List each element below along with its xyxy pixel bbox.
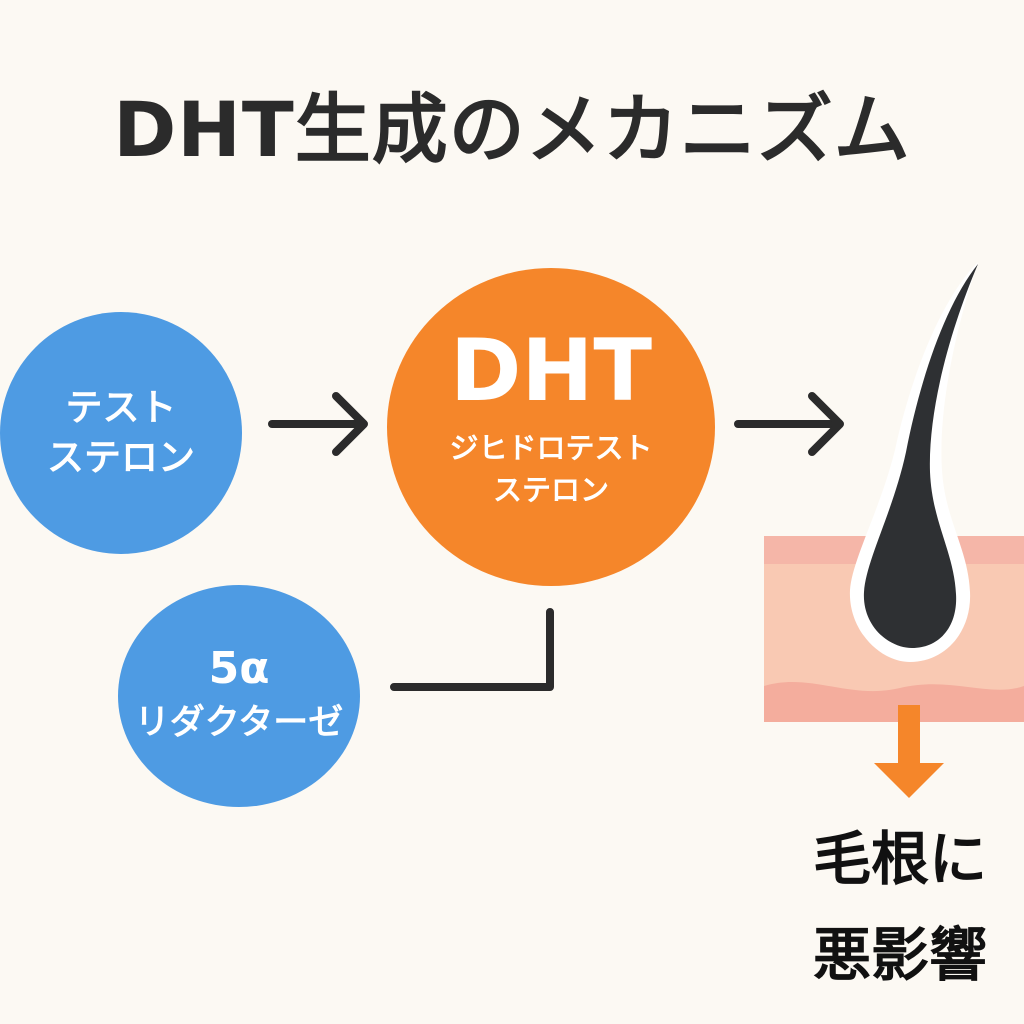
down-arrow-icon bbox=[874, 705, 944, 798]
testosterone-label-line2: ステロン bbox=[47, 436, 195, 479]
enzyme-connector bbox=[390, 608, 554, 691]
enzyme-sub-label: リダクターゼ bbox=[134, 703, 344, 743]
testosterone-node: テスト ステロン bbox=[0, 312, 242, 554]
dht-sub-line2: ステロン bbox=[492, 473, 609, 507]
dht-sub-line1: ジヒドロテスト bbox=[449, 431, 653, 465]
diagram-title: DHT生成のメカニズム bbox=[113, 85, 911, 174]
enzyme-label: 5α bbox=[208, 643, 270, 694]
dht-node: DHT ジヒドロテスト ステロン bbox=[387, 268, 715, 586]
hair-follicle-icon bbox=[764, 262, 1024, 722]
right-arrow-icon bbox=[268, 392, 368, 456]
enzyme-node: 5α リダクターゼ bbox=[118, 585, 360, 807]
testosterone-label-line1: テスト bbox=[65, 386, 177, 429]
result-text-line1: 毛根に bbox=[812, 825, 987, 893]
result-text-line2: 悪影響 bbox=[812, 921, 987, 989]
dht-label: DHT bbox=[449, 321, 653, 421]
right-arrow-icon bbox=[734, 392, 844, 456]
